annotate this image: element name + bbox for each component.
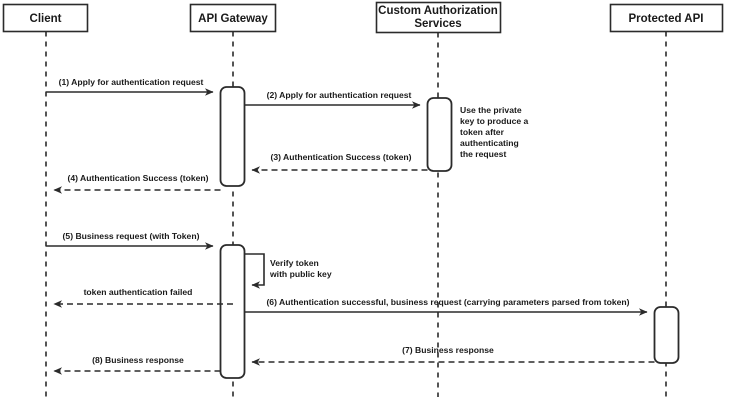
message-4[interactable]: (4) Authentication Success (token)	[53, 173, 221, 194]
note-private-key-line-4: authenticating	[460, 138, 519, 148]
message-3[interactable]: (3) Authentication Success (token)	[251, 152, 428, 174]
self-message-label-line1: Verify token	[270, 258, 319, 268]
activation-api-gateway-auth	[219, 86, 246, 187]
participant-label-protected-api: Protected API	[629, 13, 704, 25]
note-private-key-line-2: key to produce a	[460, 116, 529, 126]
participant-label-client: Client	[30, 13, 62, 25]
message-8[interactable]: (8) Business response	[53, 355, 221, 375]
message-5[interactable]: (5) Business request (with Token)	[46, 231, 214, 250]
self-message-verify-token[interactable]: Verify token with public key	[244, 253, 332, 289]
participant-label-api-gateway: API Gateway	[198, 13, 268, 25]
self-message-label-line2: with public key	[269, 269, 332, 279]
note-private-key: Use the private key to produce a token a…	[460, 105, 529, 159]
message-4-label: (4) Authentication Success (token)	[67, 173, 208, 183]
activation-protected-api	[653, 306, 680, 364]
note-private-key-line-3: token after	[460, 127, 505, 137]
message-7-label: (7) Business response	[402, 345, 494, 355]
activation-custom-auth	[426, 97, 453, 172]
participant-header-custom-authorization-services[interactable]: Custom Authorization Services	[375, 1, 502, 34]
message-3-label: (3) Authentication Success (token)	[270, 152, 411, 162]
note-private-key-line-5: the request	[460, 149, 506, 159]
message-7[interactable]: (7) Business response	[251, 345, 655, 366]
participant-header-protected-api[interactable]: Protected API	[609, 3, 724, 33]
message-1-label: (1) Apply for authentication request	[59, 77, 204, 87]
message-1[interactable]: (1) Apply for authentication request	[46, 77, 214, 96]
participant-label-custom-auth-line2: Services	[414, 18, 461, 30]
note-private-key-line-1: Use the private	[460, 105, 522, 115]
message-8-label: (8) Business response	[92, 355, 184, 365]
message-5-label: (5) Business request (with Token)	[63, 231, 200, 241]
participant-header-api-gateway[interactable]: API Gateway	[189, 3, 277, 33]
message-token-authentication-failed[interactable]: token authentication failed	[53, 287, 233, 308]
message-6[interactable]: (6) Authentication successful, business …	[244, 297, 648, 316]
message-2-label: (2) Apply for authentication request	[267, 90, 412, 100]
message-2[interactable]: (2) Apply for authentication request	[244, 90, 421, 109]
activation-api-gateway-business	[219, 244, 246, 379]
message-token-authentication-failed-label: token authentication failed	[84, 287, 193, 297]
participant-label-custom-auth-line1: Custom Authorization	[378, 5, 498, 17]
participant-header-client[interactable]: Client	[2, 3, 89, 33]
message-6-label: (6) Authentication successful, business …	[266, 297, 629, 307]
